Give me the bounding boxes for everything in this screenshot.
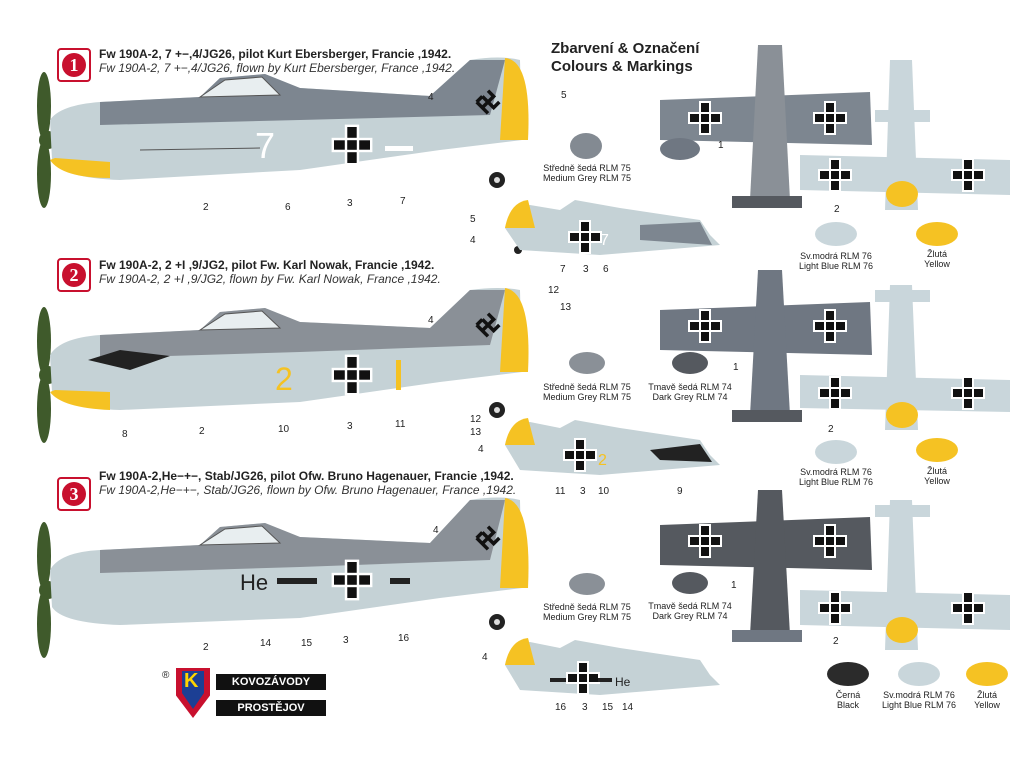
svg-text:He: He (240, 570, 268, 595)
callout: 14 (622, 702, 634, 713)
svg-text:He: He (615, 675, 631, 689)
svg-text:2: 2 (598, 452, 607, 469)
title-czech: Zbarvení & Označení (551, 40, 700, 57)
callout: 9 (677, 486, 683, 497)
callout: 3 (343, 635, 349, 646)
callout: 2 (834, 204, 840, 215)
callout: 2 (833, 636, 839, 647)
callout: 5 (561, 90, 567, 101)
callout: 6 (603, 264, 609, 275)
callout: 3 (347, 198, 353, 209)
scheme-3-caption-en: Fw 190A-2,He−+−, Stab/JG26, flown by Ofw… (99, 483, 517, 497)
callout: 8 (122, 429, 128, 440)
callout: 15 (602, 702, 614, 713)
swatch-light-blue (815, 222, 857, 246)
callout: 3 (583, 264, 589, 275)
scheme-2-caption-cz: Fw 190A-2, 2 +I ,9/JG2, pilot Fw. Karl N… (99, 258, 435, 272)
callout: 10 (598, 486, 610, 497)
callout: 3 (582, 702, 588, 713)
title-english: Colours & Markings (551, 58, 693, 75)
callout: 4 (433, 525, 439, 536)
callout: 13 (560, 302, 572, 313)
swatch-dark-grey (672, 352, 708, 374)
callout: 13 (470, 427, 482, 438)
scheme-1-badge: 1 (57, 48, 91, 82)
scheme-2-side-profile: 2 (37, 288, 529, 443)
callout: 7 (560, 264, 566, 275)
callout: 10 (278, 424, 290, 435)
svg-text:2: 2 (275, 361, 293, 397)
callout: 1 (731, 580, 737, 591)
swatch-yellow (966, 662, 1008, 686)
callout: 16 (555, 702, 567, 713)
scheme-2-caption-en: Fw 190A-2, 2 +I ,9/JG2, flown by Fw. Kar… (99, 272, 441, 286)
scheme-1-caption-cz: Fw 190A-2, 7 +−,4/JG26, pilot Kurt Ebers… (99, 47, 452, 61)
callout: 4 (482, 652, 488, 663)
callout: 6 (285, 202, 291, 213)
kovozavody-logo: ® K KOVOZÁVODY PROSTĚJOV (162, 668, 326, 720)
swatch-yellow (916, 438, 958, 462)
callout: 5 (470, 214, 476, 225)
scheme-3-caption-cz: Fw 190A-2,He−+−, Stab/JG26, pilot Ofw. B… (99, 469, 514, 483)
callout: 2 (203, 202, 209, 213)
callout: 4 (428, 315, 434, 326)
callout: 3 (347, 421, 353, 432)
callout: 4 (478, 444, 484, 455)
scheme-3-small-profile: He (505, 638, 720, 695)
scheme-2-top-views (660, 270, 1010, 430)
swatch-medium-grey (660, 138, 700, 160)
swatch-dark-grey (672, 572, 708, 594)
scheme-1-side-profile: 7 (37, 57, 529, 208)
callout: 14 (260, 638, 272, 649)
scheme-3-side-profile: He (37, 497, 529, 658)
svg-text:7: 7 (600, 232, 609, 249)
swatch-light-blue (815, 440, 857, 464)
scheme-3-top-views (660, 490, 1010, 650)
callout: 4 (470, 235, 476, 246)
callout: 1 (733, 362, 739, 373)
callout: 15 (301, 638, 313, 649)
scheme-1-caption-en: Fw 190A-2, 7 +−,4/JG26, flown by Kurt Eb… (99, 61, 456, 75)
callout: 7 (400, 196, 406, 207)
callout: 11 (395, 419, 406, 430)
svg-text:7: 7 (255, 125, 275, 166)
swatch-yellow (916, 222, 958, 246)
callout: 12 (470, 414, 482, 425)
scheme-2-badge: 2 (57, 258, 91, 292)
scheme-2-small-profile: 2 (505, 418, 720, 475)
callout: 11 (555, 486, 566, 497)
callout: 16 (398, 633, 410, 644)
scheme-3-badge: 3 (57, 477, 91, 511)
callout: 2 (203, 642, 209, 653)
swatch-black (827, 662, 869, 686)
swatch-medium-grey (569, 573, 605, 595)
scheme-1-small-profile: 7 (505, 200, 720, 255)
callout: 3 (580, 486, 586, 497)
swatch-medium-grey (570, 133, 602, 159)
swatch-light-blue (898, 662, 940, 686)
callout: 12 (548, 285, 560, 296)
scheme-1-top-views (660, 45, 1010, 210)
callout: 2 (199, 426, 205, 437)
callout: 4 (428, 92, 434, 103)
callout: 1 (718, 140, 724, 151)
swatch-medium-grey (569, 352, 605, 374)
callout: 2 (828, 424, 834, 435)
